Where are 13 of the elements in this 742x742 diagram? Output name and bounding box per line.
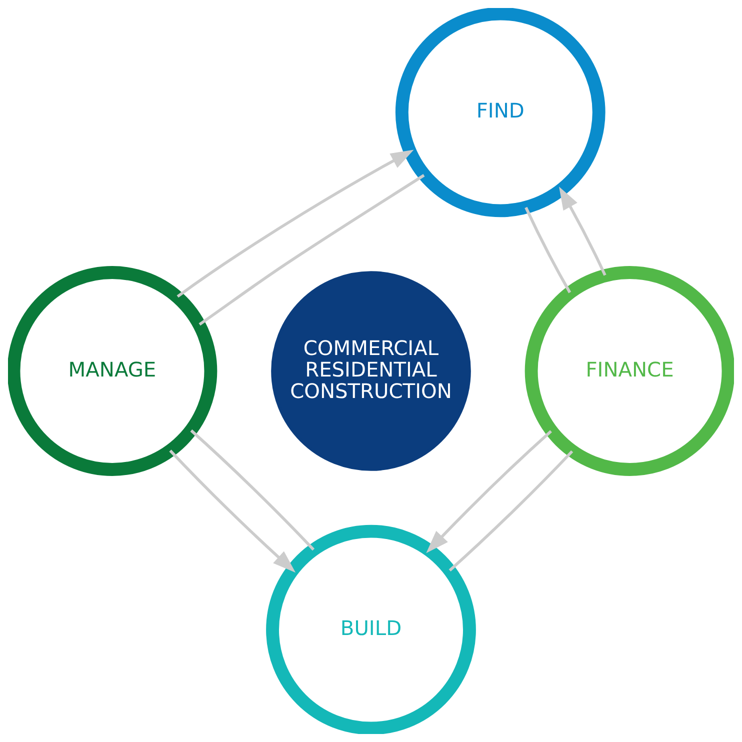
arrow bbox=[169, 450, 296, 573]
node-circle: BUILD bbox=[266, 524, 476, 734]
arrow bbox=[559, 186, 606, 276]
node-circle: MANAGE bbox=[8, 266, 218, 476]
arrow bbox=[176, 150, 414, 298]
connector bbox=[198, 174, 425, 326]
arrow bbox=[426, 430, 552, 554]
node-circle: FIND bbox=[395, 8, 606, 218]
connector bbox=[524, 206, 572, 294]
node-circle: FINANCE bbox=[524, 266, 734, 476]
node-circle: COMMERCIAL RESIDENTIAL CONSTRUCTION bbox=[271, 271, 471, 471]
connector bbox=[448, 450, 574, 572]
connector bbox=[190, 429, 315, 551]
